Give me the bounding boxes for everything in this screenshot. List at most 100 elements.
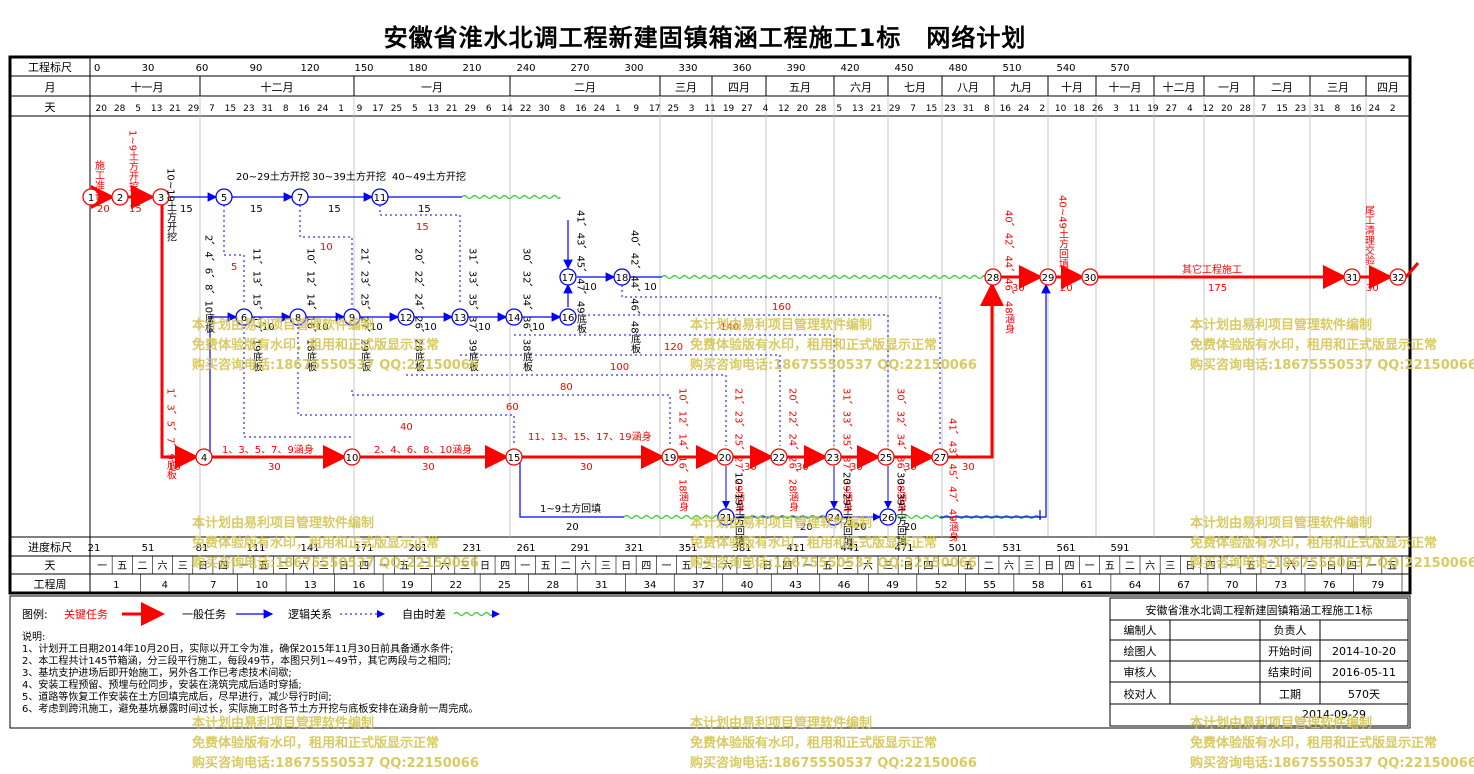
day-label: 16 <box>1000 104 1012 114</box>
day-label: 21 <box>169 104 180 114</box>
scale-tick: 360 <box>732 63 751 74</box>
progress-tick: 81 <box>196 543 209 554</box>
node-2: 2 <box>111 188 129 206</box>
end-date: 2016-05-11 <box>1332 666 1396 679</box>
month-label: 三月 <box>675 81 697 94</box>
weekday-label: 二 <box>561 561 571 572</box>
progress-tick: 381 <box>732 543 751 554</box>
task-duration: 10 <box>168 462 181 473</box>
weekday-label: 日 <box>1326 561 1336 572</box>
day-label: 6 <box>486 104 492 114</box>
week-label: 16 <box>352 580 365 591</box>
task-label: 40、42、44、46、48底板 <box>629 230 641 354</box>
node-10: 10 <box>343 448 361 466</box>
weekday-label: 六 <box>440 560 450 572</box>
row-label-month: 月 <box>45 81 56 94</box>
node-29: 29 <box>1039 268 1057 286</box>
node-31: 31 <box>1343 268 1361 286</box>
task-duration: 15 <box>328 204 341 215</box>
task-duration: 10 <box>478 322 491 333</box>
week-label: 4 <box>162 580 168 591</box>
weekday-label: 五 <box>117 561 127 572</box>
day-label: 20 <box>1221 104 1233 114</box>
logic-arrows <box>722 466 892 521</box>
task-label: 21、23、25、27、29底板 <box>359 248 371 372</box>
progress-tick: 261 <box>516 543 535 554</box>
weekday-label: 日 <box>621 561 631 572</box>
day-label: 19 <box>1147 104 1159 114</box>
legend-frame <box>9 595 1411 729</box>
task-duration: 10 <box>316 322 329 333</box>
scale-tick: 90 <box>250 63 263 74</box>
week-label: 43 <box>789 580 802 591</box>
free-time-value: 100 <box>610 362 629 373</box>
note-line: 6、考虑到跨汛施工，避免基坑暴露时间过长，实际施工时各节土方开挖与底板安排在涵身… <box>22 702 478 715</box>
day-label: 17 <box>372 104 383 114</box>
plan-date: 2014-09-29 <box>1302 708 1366 721</box>
weekday-label: 四 <box>782 561 792 572</box>
weekday-label: 四 <box>218 561 228 572</box>
week-label: 19 <box>401 580 414 591</box>
weekday-label: 一 <box>379 561 389 572</box>
week-label: 10 <box>255 580 268 591</box>
task-duration: 20 <box>800 522 813 533</box>
day-label: 15 <box>926 104 937 114</box>
task-duration: 20 <box>904 522 917 533</box>
day-label: 13 <box>852 104 863 114</box>
svg-text:13: 13 <box>454 313 467 324</box>
node-28: 28 <box>984 268 1002 286</box>
day-label: 23 <box>944 104 955 114</box>
task-label: 30、32、34、36、38涵身 <box>895 388 907 512</box>
weekday-label: 一 <box>238 561 248 572</box>
task-label: 40、42、44、46、48涵身 <box>1003 210 1015 334</box>
week-label: 40 <box>741 580 754 591</box>
watermark: 本计划由易利项目管理软件编制免费体验版有水印，租用和正式版显示正常购买咨询电话:… <box>1190 318 1474 373</box>
info-title: 安徽省淮水北调工程新建固镇箱涵工程施工1标 <box>1146 603 1373 617</box>
svg-text:14: 14 <box>508 313 521 324</box>
row-label-day: 天 <box>45 101 56 114</box>
task-duration: 30 <box>1012 283 1025 294</box>
task-duration: 30 <box>580 462 593 473</box>
progress-tick: 21 <box>88 543 101 554</box>
duration: 570天 <box>1348 688 1380 701</box>
weekday-label: 日 <box>903 561 913 572</box>
day-label: 13 <box>428 104 439 114</box>
scale-tick: 510 <box>1002 63 1021 74</box>
day-label: 16 <box>575 104 587 114</box>
legend-normal: 一般任务 <box>182 608 226 621</box>
weekday-label: 二 <box>843 561 853 572</box>
task-duration: 20 <box>1060 283 1073 294</box>
task-label: 10~19土方开挖 <box>165 168 177 242</box>
free-time-value: 160 <box>772 302 791 313</box>
weekday-label: 二 <box>137 561 147 572</box>
day-label: 28 <box>815 104 827 114</box>
weekday-label: 三 <box>178 561 188 572</box>
weekday-label: 一 <box>520 561 530 572</box>
month-label: 八月 <box>957 81 979 94</box>
weekday-label: 二 <box>1266 561 1276 572</box>
day-label: 1 <box>338 104 344 114</box>
weekday-label: 四 <box>1206 561 1216 572</box>
day-label: 7 <box>1261 104 1267 114</box>
task-label: 21、23、25、27、29涵身 <box>733 388 745 512</box>
weekday-label: 五 <box>258 561 268 572</box>
day-label: 2 <box>1390 104 1396 114</box>
svg-text:16: 16 <box>562 313 575 324</box>
note-line: 4、安装工程预留、预埋与砼同步，安装在浇筑完成后适时穿插; <box>22 678 302 691</box>
task-duration: 30 <box>962 462 975 473</box>
day-label: 8 <box>984 104 990 114</box>
day-label: 7 <box>910 104 916 114</box>
weekday-label: 五 <box>1387 561 1397 572</box>
weekday-label: 五 <box>1105 561 1115 572</box>
day-label: 14 <box>501 104 513 114</box>
node-24: 24 <box>825 508 843 526</box>
weekday-label: 六 <box>722 560 732 572</box>
task-labels: 施工准备 20 1~9土方开挖 15 10~19土方开挖 15 20~29土方开… <box>93 130 1379 547</box>
weekday-label: 二 <box>278 561 288 572</box>
month-label: 五月 <box>789 81 811 94</box>
weekday-label: 六 <box>863 560 873 572</box>
node-26: 26 <box>879 508 897 526</box>
day-label: 15 <box>1276 104 1287 114</box>
